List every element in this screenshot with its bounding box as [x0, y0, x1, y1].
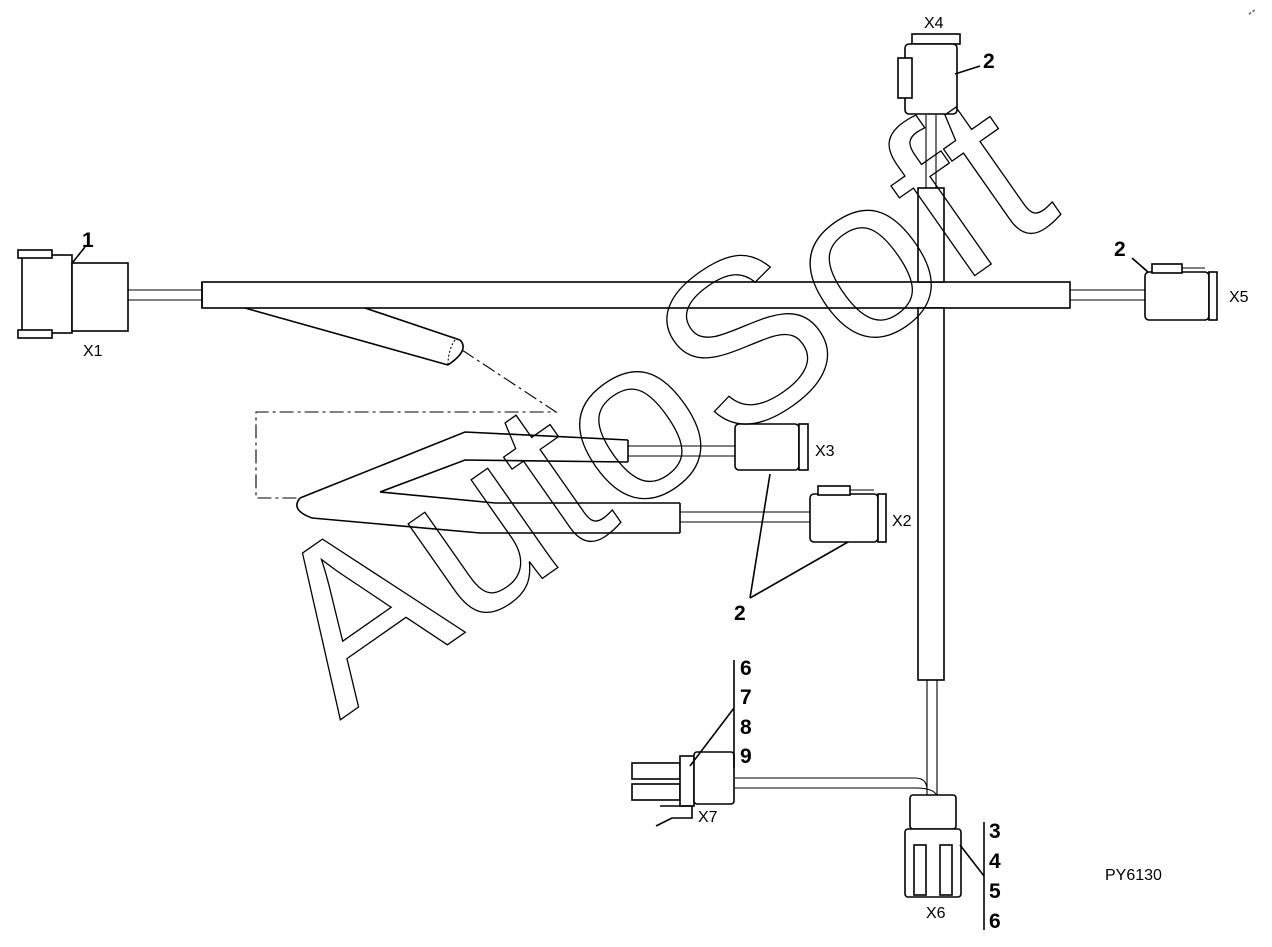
branch-x2-x3: [244, 307, 810, 534]
callout-1: 1: [82, 229, 94, 252]
label-x5: X5: [1229, 289, 1249, 306]
label-x1: X1: [83, 343, 103, 360]
label-x2: X2: [892, 513, 912, 530]
callout-group-x7: 6 7 8 9: [740, 657, 752, 768]
label-x6: X6: [926, 905, 946, 922]
connector-x7: [631, 751, 735, 827]
connector-x5: [1144, 263, 1218, 321]
callout-x6-item: 3: [989, 820, 1001, 843]
connector-x1: [17, 249, 129, 339]
connector-x3: [734, 423, 809, 471]
main-trunk: [201, 187, 1071, 681]
thin-wires: [128, 115, 1145, 799]
callout-x7-item: 8: [740, 716, 752, 739]
label-x4: X4: [924, 15, 944, 32]
label-x3: X3: [815, 443, 835, 460]
connector-x6: [904, 794, 962, 898]
callout-x7-item: 7: [740, 686, 752, 709]
callout-x6-item: 6: [989, 910, 1001, 933]
callout-2-x5: 2: [1114, 238, 1126, 261]
callout-x7-item: 9: [740, 745, 752, 768]
corner-mark: ‴ ‴: [1248, 9, 1259, 20]
connector-x4: [897, 33, 961, 115]
callout-x6-item: 5: [989, 880, 1001, 903]
callout-group-x6: 3 4 5 6: [989, 820, 1001, 933]
callout-2-x2-x3: 2: [734, 602, 746, 625]
watermark: AutoSoft: [221, 44, 1091, 761]
callout-x7-item: 6: [740, 657, 752, 680]
connector-x2: [809, 485, 887, 543]
callout-leaders: [72, 65, 1149, 930]
label-x7: X7: [698, 809, 718, 826]
callout-2-x4: 2: [983, 50, 995, 73]
figure-id: PY6130: [1105, 867, 1162, 884]
callout-x6-item: 4: [989, 850, 1001, 873]
